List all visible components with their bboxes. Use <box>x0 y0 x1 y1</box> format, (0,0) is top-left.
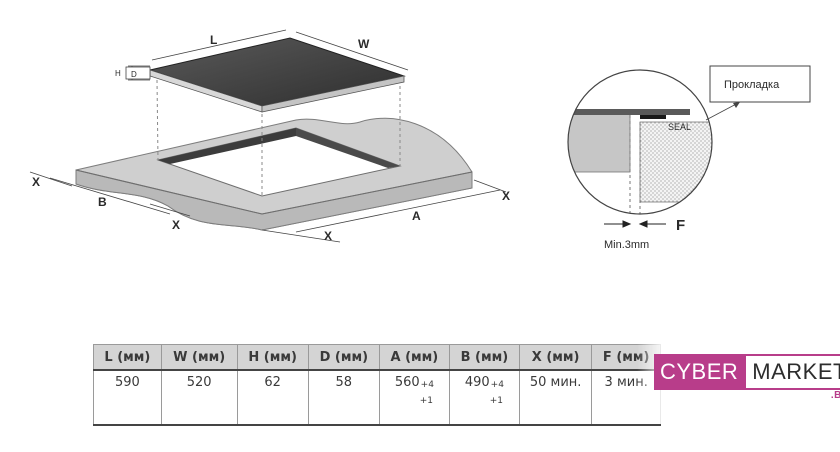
label-X-left: X <box>32 175 40 189</box>
header-B: B (мм) <box>448 344 520 371</box>
cell-B-tol-minus: +1 <box>489 396 504 406</box>
cybermarket-logo: CYBER MARKET .BY <box>654 354 840 401</box>
table-header-row: L (мм) W (мм) H (мм) D (мм) A (мм) B (мм… <box>93 344 661 371</box>
logo-left-block: CYBER <box>654 354 745 390</box>
cell-H: 62 <box>236 370 309 426</box>
label-X-bottom: X <box>324 229 332 243</box>
seal-label: SEAL <box>668 122 691 132</box>
cell-B: 490+4 +1 <box>448 370 520 426</box>
label-X-front: X <box>172 218 180 232</box>
min-gap-label: Min.3mm <box>604 239 649 251</box>
header-L: L (мм) <box>93 344 162 371</box>
cutout-dimensions <box>29 171 507 243</box>
logo-right-text: MARKET <box>752 359 840 384</box>
cell-A-main: 560 <box>394 375 420 390</box>
header-D: D (мм) <box>307 344 380 371</box>
header-X: X (мм) <box>518 344 593 371</box>
label-A: A <box>412 209 421 223</box>
header-W: W (мм) <box>160 344 238 371</box>
label-F: F <box>676 217 685 234</box>
cell-X: 50 мин. <box>518 370 593 426</box>
dimensions-table: L (мм) W (мм) H (мм) D (мм) A (мм) B (мм… <box>93 344 661 426</box>
label-L: L <box>210 33 217 47</box>
label-X-right: X <box>502 189 510 203</box>
hob <box>148 37 406 113</box>
label-W: W <box>358 37 370 51</box>
header-A: A (мм) <box>378 344 450 371</box>
label-H: H <box>115 69 121 78</box>
cell-D: 58 <box>307 370 380 426</box>
seal-strip <box>640 115 666 119</box>
countertop <box>75 117 473 231</box>
cell-B-tol-plus: +4 <box>490 380 504 390</box>
installation-diagram: L W H D X B X X A X SEAL Прокладка <box>29 29 811 251</box>
cell-W: 520 <box>160 370 238 426</box>
header-H: H (мм) <box>236 344 309 371</box>
logo-suffix: .BY <box>830 390 840 401</box>
cell-B-main: 490 <box>464 375 490 390</box>
cell-A-tol-minus: +1 <box>419 396 434 406</box>
label-D: D <box>131 70 137 79</box>
logo-right-block: MARKET .BY <box>744 354 840 401</box>
label-B: B <box>98 195 107 209</box>
callout-label: Прокладка <box>724 79 780 91</box>
projection-lines <box>156 79 401 196</box>
cell-A-tol-plus: +4 <box>420 380 434 390</box>
cell-A: 560+4 +1 <box>378 370 450 426</box>
cell-L: 590 <box>93 370 162 426</box>
depth-tag <box>125 66 151 80</box>
seal-detail <box>567 69 713 215</box>
callout-box <box>709 65 811 103</box>
gap-arrows <box>604 220 666 228</box>
table-row: 590 520 62 58 560+4 +1 490+4 +1 50 мин. … <box>93 370 661 426</box>
